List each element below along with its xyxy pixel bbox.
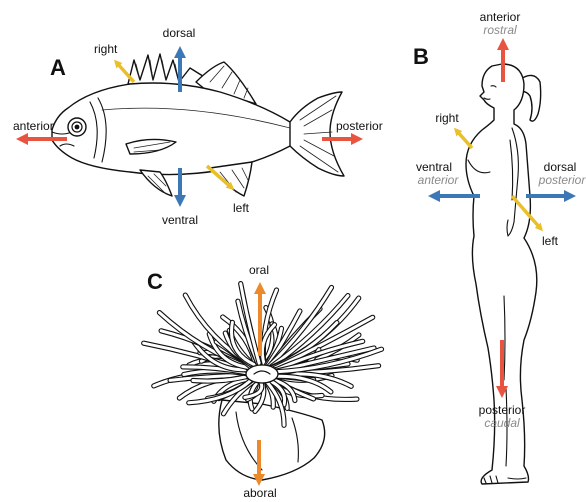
panel-a: A	[13, 26, 383, 227]
human-right-arrow	[456, 130, 472, 148]
fish-illustration	[52, 54, 344, 196]
human-rostral-label: rostral	[483, 23, 517, 37]
human-ventral-alt-label: anterior	[418, 173, 460, 187]
fish-ventral-label: ventral	[162, 213, 198, 227]
anemone-oral-label: oral	[249, 263, 269, 277]
human-left-label: left	[542, 234, 559, 248]
panel-b-letter: B	[413, 44, 429, 69]
human-anterior-label: anterior	[480, 10, 521, 24]
anemone-aboral-label: aboral	[243, 486, 276, 500]
panel-b: B anterior	[413, 10, 586, 484]
human-posterior-label: posterior	[479, 403, 526, 417]
panel-a-letter: A	[50, 55, 66, 80]
fish-right-label: right	[94, 42, 118, 56]
fish-anterior-label: anterior	[13, 119, 54, 133]
fish-left-label: left	[233, 201, 250, 215]
anemone-illustration	[144, 284, 382, 480]
human-caudal-label: caudal	[484, 416, 520, 430]
anemone-tentacles	[144, 284, 382, 426]
human-right-label: right	[435, 111, 459, 125]
human-ventral-label: ventral	[416, 160, 452, 174]
panel-c: C oral aboral	[144, 263, 382, 500]
fish-dorsal-label: dorsal	[163, 26, 196, 40]
human-dorsal-label: dorsal	[544, 160, 577, 174]
fish-posterior-label: posterior	[336, 119, 383, 133]
human-dorsal-alt-label: posterior	[538, 173, 586, 187]
panel-c-letter: C	[147, 269, 163, 294]
